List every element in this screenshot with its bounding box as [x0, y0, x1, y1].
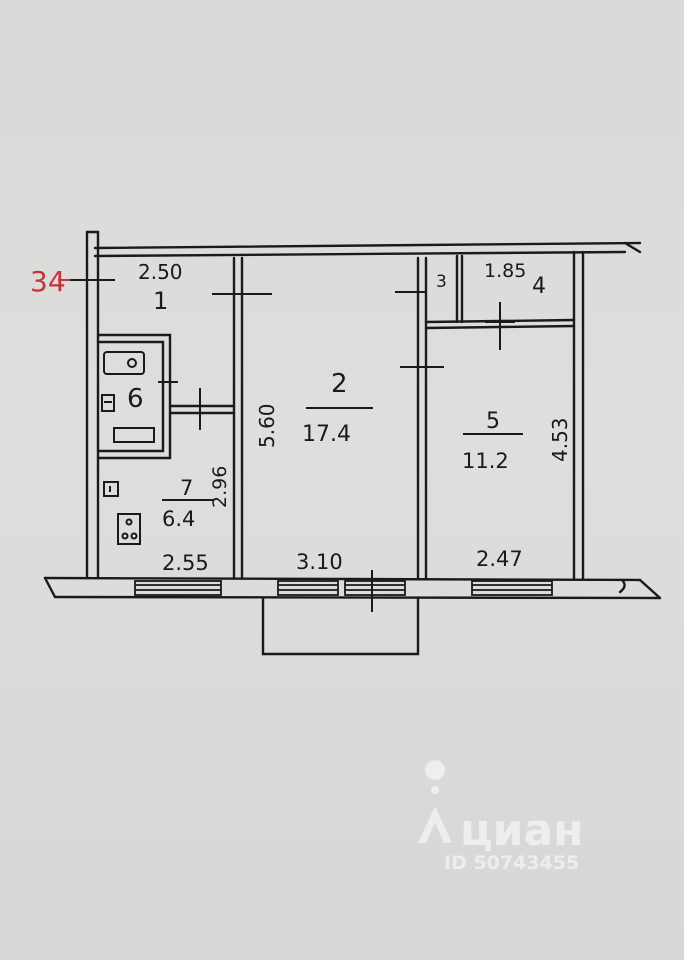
room-3-number: 3	[436, 272, 447, 292]
wall-top-outer	[93, 241, 642, 250]
room-7-area: 6.4	[162, 507, 195, 531]
windows	[134, 580, 553, 596]
room-5-width: 2.47	[476, 547, 523, 571]
room-2-number: 2	[331, 369, 348, 399]
room-2-width: 3.10	[296, 550, 343, 574]
stove-icon	[117, 513, 141, 545]
room-5-number: 5	[486, 409, 500, 434]
apartment-number: 34	[30, 265, 66, 298]
cian-watermark: циан ID 50743455	[418, 760, 584, 874]
bathroom-wall-outer	[96, 333, 172, 460]
bathroom-wall-inner	[96, 340, 165, 453]
walls	[43, 230, 662, 656]
wall-bottom-outer	[53, 595, 662, 600]
room-1-number: 1	[153, 287, 168, 315]
room-4-width: 1.85	[484, 260, 526, 282]
fixtures	[101, 351, 155, 545]
window-room-7	[134, 580, 222, 596]
balcony	[261, 596, 420, 656]
room-7-width: 2.55	[162, 551, 209, 575]
door-marks	[70, 279, 515, 612]
window-room-2	[277, 580, 339, 596]
room-2-length: 5.60	[255, 403, 279, 448]
room-4-number: 4	[532, 274, 546, 299]
cian-logo-text: циан	[460, 805, 584, 856]
room-1-width: 2.50	[138, 260, 183, 284]
sink-icon	[103, 351, 145, 375]
wall-top-inner	[93, 250, 627, 258]
room-5-area: 11.2	[462, 449, 509, 473]
toilet-icon	[101, 394, 115, 412]
balcony-door	[344, 580, 406, 596]
window-room-5	[471, 580, 553, 596]
room-7-length: 2.96	[209, 466, 231, 508]
room-5-length: 4.53	[548, 417, 572, 462]
kitchen-sink-icon	[103, 481, 119, 497]
room-6-number: 6	[127, 384, 144, 414]
bathtub-icon	[113, 427, 155, 443]
wall-top-end	[623, 241, 642, 254]
location-pin-icon	[418, 760, 452, 843]
room-7-number: 7	[180, 476, 193, 500]
wall-bottom-inner	[43, 576, 642, 582]
listing-id: ID 50743455	[444, 852, 579, 874]
fraction-bars	[162, 407, 523, 501]
room-2-area: 17.4	[302, 422, 351, 447]
